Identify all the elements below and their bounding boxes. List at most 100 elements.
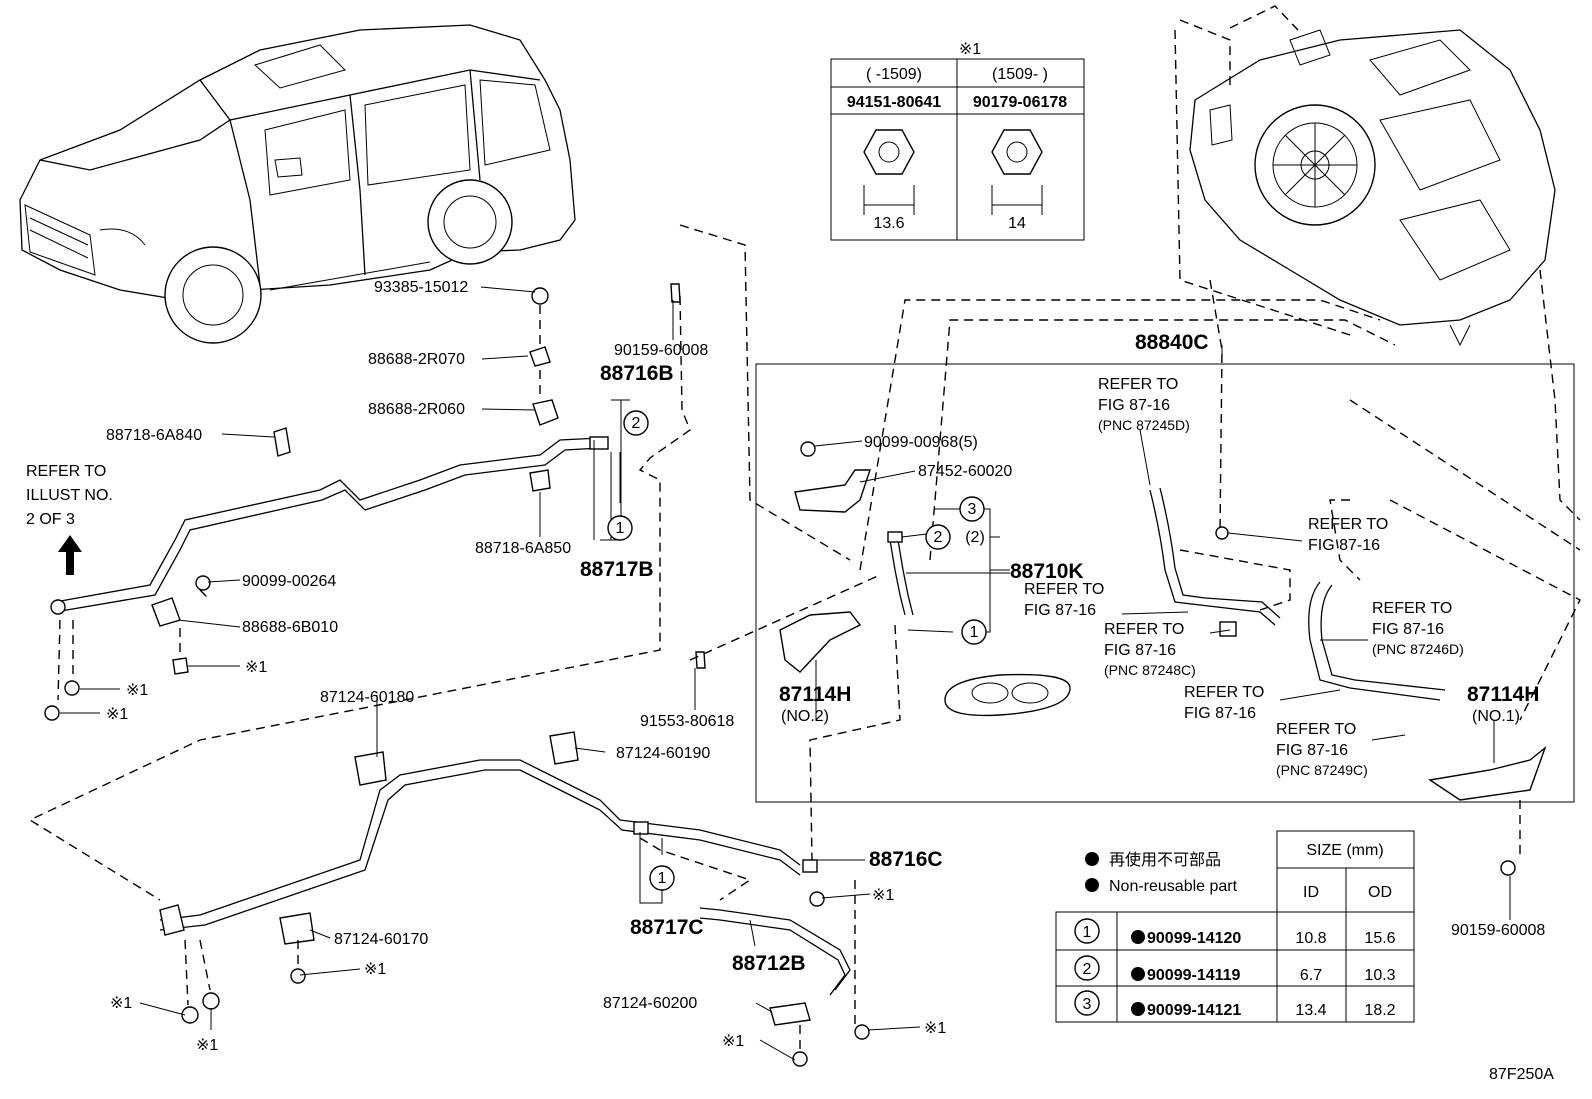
refer-r1-line3: (PNC 87245D) <box>1098 417 1190 433</box>
lower-pipe-assembly <box>159 731 870 1067</box>
paren-2: (2) <box>965 529 985 546</box>
legend-row: 3 90099-14121 13.4 18.2 <box>1074 990 1396 1019</box>
refer-r7-line1: REFER TO <box>1276 721 1356 738</box>
label-88717C: 88717C <box>630 916 704 939</box>
upper-pipe-assembly <box>44 283 706 721</box>
arrow-up-icon <box>58 535 82 575</box>
label-87114H-no1: 87114H <box>1467 683 1539 706</box>
label-87124-60190: 87124-60190 <box>616 745 710 762</box>
refer-r2-line1: REFER TO <box>1308 516 1388 533</box>
vehicle-illustration <box>19 24 576 344</box>
legend-id-header: ID <box>1303 884 1319 901</box>
legend-row-id: 6.7 <box>1300 967 1322 984</box>
refer-labels: REFER TO FIG 87-16 (PNC 87245D) REFER TO… <box>1024 376 1464 778</box>
legend-row-od: 18.2 <box>1364 1002 1395 1019</box>
figure-code: 87F250A <box>1489 1066 1554 1083</box>
refer-r5-line2: FIG 87-16 <box>1104 642 1176 659</box>
legend-od-header: OD <box>1368 884 1392 901</box>
legend-row: 1 90099-14120 10.8 15.6 <box>1074 918 1396 947</box>
label-87452-60020: 87452-60020 <box>918 463 1012 480</box>
leader-lines <box>60 286 1511 1061</box>
nut-col1-size: 13.6 <box>873 215 904 232</box>
refer-r6-line1: REFER TO <box>1184 684 1264 701</box>
part-labels: 93385-15012 88688-2R070 88688-2R060 8871… <box>26 279 1545 1054</box>
refer-r1-line2: FIG 87-16 <box>1098 397 1170 414</box>
note-mark: ※1 <box>924 1020 946 1037</box>
nut-col1-part: 94151-80641 <box>847 94 941 111</box>
circle-2: 2 <box>934 529 943 546</box>
label-88710K: 88710K <box>1010 560 1084 583</box>
label-88718-6A850: 88718-6A850 <box>475 540 571 557</box>
note-mark: ※1 <box>722 1033 744 1050</box>
label-90159-60008-top: 90159-60008 <box>614 342 708 359</box>
label-88716B: 88716B <box>600 362 674 385</box>
refer-r4-line2: FIG 87-16 <box>1372 621 1444 638</box>
refer-illust-line1: REFER TO <box>26 463 106 480</box>
nut-col2-size: 14 <box>1008 215 1026 232</box>
label-88717B: 88717B <box>580 558 654 581</box>
circle-1: 1 <box>616 520 625 537</box>
nut-col2-part: 90179-06178 <box>973 94 1067 111</box>
circle-2: 2 <box>632 415 641 432</box>
rear-unit-frame <box>755 363 1575 803</box>
nut-size-table: ※1 ( -1509) (1509- ) 94151-80641 90179-0… <box>830 41 1085 241</box>
note-mark: ※1 <box>106 706 128 723</box>
label-93385-15012: 93385-15012 <box>374 279 468 296</box>
label-87124-60180: 87124-60180 <box>320 689 414 706</box>
note-mark: ※1 <box>126 682 148 699</box>
legend-row-part: 90099-14121 <box>1147 1002 1241 1019</box>
refer-r5-line1: REFER TO <box>1104 621 1184 638</box>
non-reusable-bullet-icon <box>1085 878 1099 892</box>
legend-row-no: 1 <box>1083 924 1092 941</box>
rear-unit-parts <box>779 441 1547 876</box>
legend-row-od: 15.6 <box>1364 930 1395 947</box>
note-mark: ※1 <box>110 995 132 1012</box>
note-mark: ※1 <box>364 961 386 978</box>
note-mark: ※1 <box>872 887 894 904</box>
circle-1: 1 <box>970 624 979 641</box>
seal-size-legend: 再使用不可部品 Non-reusable part SIZE (mm) ID O… <box>1055 830 1415 1023</box>
nut-col1-range: ( -1509) <box>866 66 922 83</box>
label-91553-80618: 91553-80618 <box>640 713 734 730</box>
nut-table-note: ※1 <box>959 41 981 58</box>
note-mark: ※1 <box>196 1037 218 1054</box>
refer-r4-line1: REFER TO <box>1372 600 1452 617</box>
circle-1: 1 <box>658 870 667 887</box>
label-87124-60170: 87124-60170 <box>334 931 428 948</box>
nut-icon <box>863 129 915 215</box>
label-88718-6A840: 88718-6A840 <box>106 427 202 444</box>
nut-col2-range: (1509- ) <box>992 66 1048 83</box>
legend-en: Non-reusable part <box>1109 878 1238 895</box>
legend-row-od: 10.3 <box>1364 967 1395 984</box>
label-88688-6B010: 88688-6B010 <box>242 619 338 636</box>
label-87114H-no1-sub: (NO.1) <box>1472 708 1520 725</box>
refer-illust-line2: ILLUST NO. <box>26 487 113 504</box>
legend-row-part: 90099-14119 <box>1147 967 1241 984</box>
label-88688-2R060: 88688-2R060 <box>368 401 465 418</box>
refer-r7-line3: (PNC 87249C) <box>1276 762 1368 778</box>
refer-r5-line3: (PNC 87248C) <box>1104 662 1196 678</box>
label-88716C: 88716C <box>869 848 943 871</box>
label-87124-60200: 87124-60200 <box>603 995 697 1012</box>
legend-row: 2 90099-14119 6.7 10.3 <box>1074 955 1396 984</box>
hvac-unit-illustration <box>1189 29 1556 347</box>
label-87114H-no2: 87114H <box>779 683 851 706</box>
legend-size-header: SIZE (mm) <box>1306 842 1383 859</box>
non-reusable-bullet-icon <box>1085 852 1099 866</box>
label-90159-60008-right: 90159-60008 <box>1451 922 1545 939</box>
refer-r6-line2: FIG 87-16 <box>1184 705 1256 722</box>
legend-jp: 再使用不可部品 <box>1109 851 1221 869</box>
refer-r2-line2: FIG 87-16 <box>1308 537 1380 554</box>
refer-r1-line1: REFER TO <box>1098 376 1178 393</box>
legend-row-id: 10.8 <box>1295 930 1326 947</box>
legend-row-no: 2 <box>1083 961 1092 978</box>
nut-icon <box>991 129 1043 215</box>
refer-illust-line3: 2 OF 3 <box>26 511 75 528</box>
label-87114H-no2-sub: (NO.2) <box>781 708 829 725</box>
seal-callouts: 2 1 1 3 2 (2) 1 <box>607 410 987 891</box>
label-88840C: 88840C <box>1135 331 1209 354</box>
label-90099-00264: 90099-00264 <box>242 573 336 590</box>
label-88688-2R070: 88688-2R070 <box>368 351 465 368</box>
dashed-leaders <box>28 5 1581 1052</box>
